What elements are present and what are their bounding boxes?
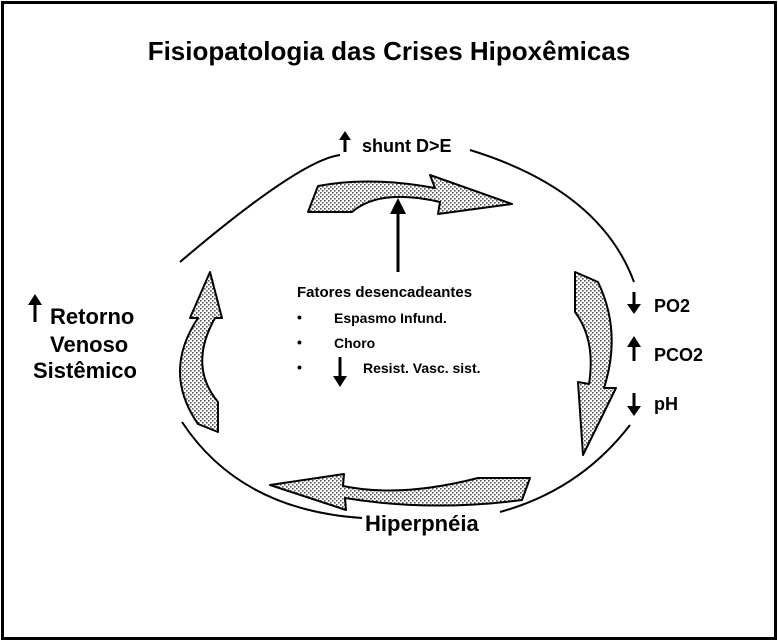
pco2-label: PCO2: [654, 345, 704, 365]
po2-label: PO2: [654, 296, 691, 316]
diagram-title: Fisiopatologia das Crises Hipoxêmicas: [147, 36, 631, 66]
shunt-label: shunt D>E: [362, 136, 452, 156]
trigger-item-espasmo: Espasmo Infund.: [334, 310, 447, 326]
retorno-up-arrow-icon: [28, 294, 42, 322]
po2-down-arrow-icon: [627, 292, 641, 314]
bullet-1: •: [297, 309, 302, 325]
left-label-line-1: Retorno: [50, 304, 135, 329]
cycle-arc-bottom: [181, 421, 363, 519]
trigger-item-choro: Choro: [334, 335, 376, 351]
top-cycle-arrow: [307, 174, 513, 215]
cycle-arc-top-right: [469, 149, 635, 283]
cycle-arc-top: [179, 154, 341, 263]
left-label-line-2: Venoso: [50, 332, 129, 357]
left-cycle-arrow: [179, 271, 223, 433]
bullet-2: •: [297, 334, 302, 350]
pco2-up-arrow-icon: [627, 336, 641, 361]
triggers-title: Fatores desencadeantes: [297, 284, 473, 301]
bullet-3: •: [297, 359, 302, 375]
bottom-cycle-arrow: [269, 473, 531, 511]
left-label-line-3: Sistêmico: [33, 358, 137, 383]
resist-down-arrow-icon: [333, 357, 347, 387]
ph-label: pH: [654, 394, 678, 414]
hiperpneia-label: Hiperpnéia: [365, 511, 479, 536]
trigger-item-resistencia: Resist. Vasc. sist.: [363, 360, 481, 376]
ph-down-arrow-icon: [627, 393, 641, 416]
cycle-arc-right: [499, 424, 631, 513]
center-up-arrow-head: [390, 198, 406, 214]
shunt-up-arrow-icon: [339, 131, 351, 152]
right-cycle-arrow: [574, 271, 617, 456]
